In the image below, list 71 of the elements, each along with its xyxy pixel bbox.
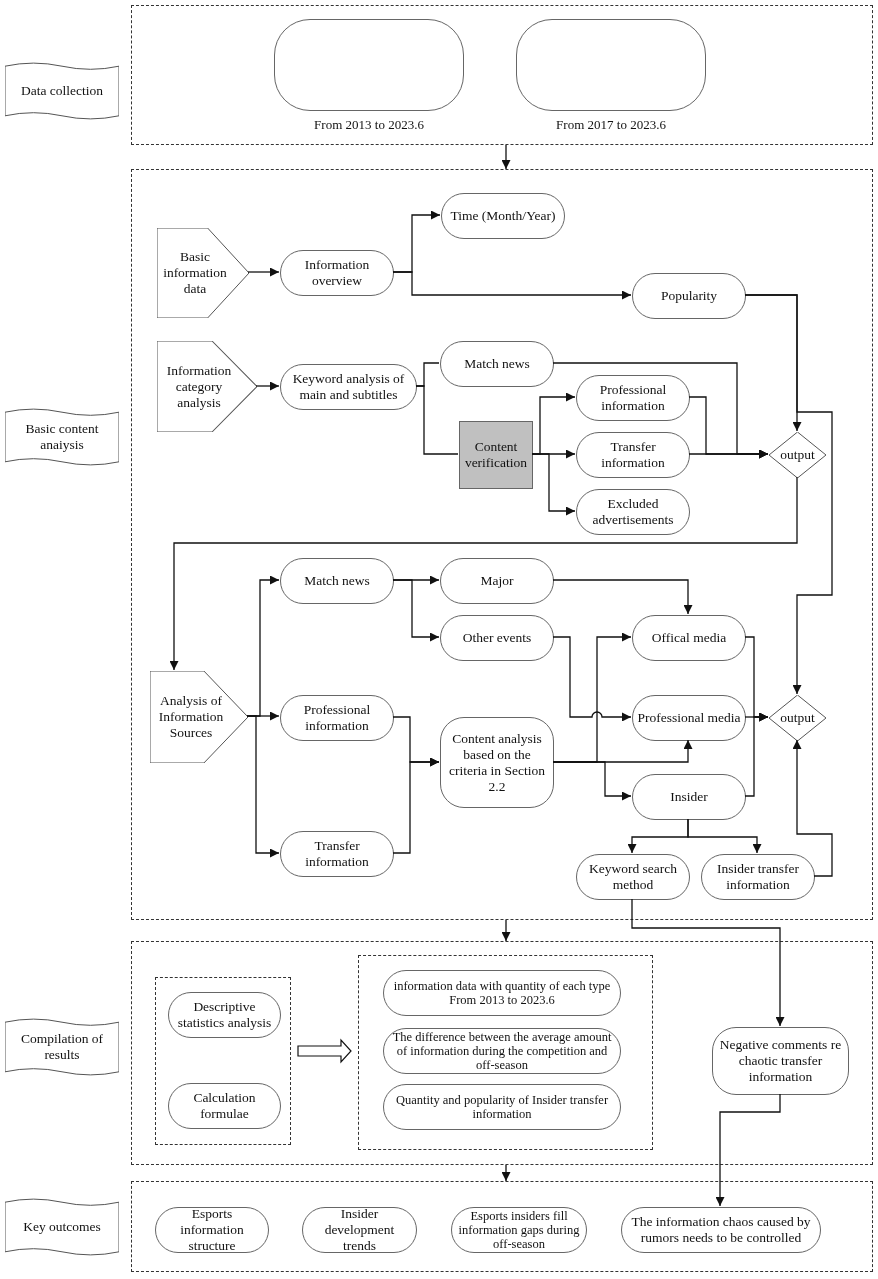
- rounded-box: Match news: [280, 558, 394, 604]
- rounded-box: Transfer information: [576, 432, 690, 478]
- arrow: [687, 818, 762, 854]
- arrow: [744, 712, 769, 797]
- rounded-box: Professional media: [632, 695, 746, 741]
- dashed-group-box: [131, 169, 873, 920]
- rounded-box: The difference between the average amount of information during the competition and off-season: [383, 1028, 621, 1074]
- arrow: [531, 453, 576, 516]
- arrow: [792, 739, 833, 877]
- dashed-group-box: [155, 977, 291, 1145]
- rounded-box: Professional information: [280, 695, 394, 741]
- rounded-box: Time (Month/Year): [441, 193, 565, 239]
- arrow: [552, 579, 693, 615]
- rounded-box: Descriptive statistics analysis: [168, 992, 281, 1038]
- date-label: From 2017 to 2023.6: [555, 117, 667, 132]
- rounded-box: Esports information structure: [155, 1207, 269, 1253]
- document-shape: Data collection: [5, 60, 119, 122]
- arrow: [552, 362, 769, 459]
- date-label: From 2013 to 2023.6: [313, 117, 425, 132]
- rounded-box: Negative comments re chaotic transfer information: [712, 1027, 849, 1095]
- process-box: Content verification: [459, 421, 533, 489]
- arrow: [501, 144, 511, 170]
- arrow: [715, 1093, 781, 1207]
- rounded-box: Offical media: [632, 615, 746, 661]
- arrow: [744, 294, 833, 695]
- pentagon-shape: Analysis of Information Sources: [150, 671, 248, 763]
- rounded-box: Keyword analysis of main and subtitles: [280, 364, 417, 410]
- rounded-box: Esports insiders fill information gaps during off-season: [451, 1207, 587, 1253]
- arrow: [255, 381, 280, 391]
- rounded-box: information data with quantity of each type From 2013 to 2023.6: [383, 970, 621, 1016]
- rounded-box: Other events: [440, 615, 554, 661]
- arrow: [169, 476, 798, 671]
- pentagon-shape: Basic information data: [157, 228, 249, 318]
- arrow: [392, 579, 440, 642]
- rounded-box: The information chaos caused by rumors needs to be controlled: [621, 1207, 821, 1253]
- rounded-box: Insider development trends: [302, 1207, 417, 1253]
- arrow: [247, 267, 280, 277]
- arrow: [392, 271, 632, 300]
- arrow: [392, 757, 440, 854]
- rounded-box: Insider transfer information: [701, 854, 815, 900]
- rounded-box: Match news: [440, 341, 554, 387]
- rounded-box: Quantity and popularity of Insider transfer information: [383, 1084, 621, 1130]
- dashed-group-box: [131, 941, 873, 1165]
- rounded-box: Professional information: [576, 375, 690, 421]
- dashed-group-box: [131, 1181, 873, 1272]
- source-box: [516, 19, 706, 111]
- rounded-box: Major: [440, 558, 554, 604]
- rounded-box: Excluded advertisements: [576, 489, 690, 535]
- arrow: [501, 919, 511, 942]
- arrow: [631, 898, 785, 1027]
- output-diamond: output: [769, 695, 826, 741]
- document-shape: Key outcomes: [5, 1196, 119, 1258]
- dashed-group-box: [131, 5, 873, 145]
- document-shape: Compilation of results: [5, 1016, 119, 1078]
- arrow: [552, 761, 632, 801]
- rounded-box: Keyword search method: [576, 854, 690, 900]
- hollow-arrow: [297, 1038, 352, 1064]
- output-diamond: output: [769, 432, 826, 478]
- rounded-box: Content analysis based on the criteria in Section 2.2: [440, 717, 554, 808]
- pentagon-shape: Information category analysis: [157, 341, 257, 432]
- arrow: [501, 1164, 511, 1182]
- rounded-box: Popularity: [632, 273, 746, 319]
- source-box: [274, 19, 464, 111]
- rounded-box: Transfer information: [280, 831, 394, 877]
- connector-line: [415, 385, 459, 455]
- dashed-group-box: [358, 955, 653, 1150]
- document-shape: Basic content anaiysis: [5, 406, 119, 468]
- arrow: [246, 715, 280, 858]
- rounded-box: Information overview: [280, 250, 394, 296]
- rounded-box: Calculation formulae: [168, 1083, 281, 1129]
- rounded-box: Insider: [632, 774, 746, 820]
